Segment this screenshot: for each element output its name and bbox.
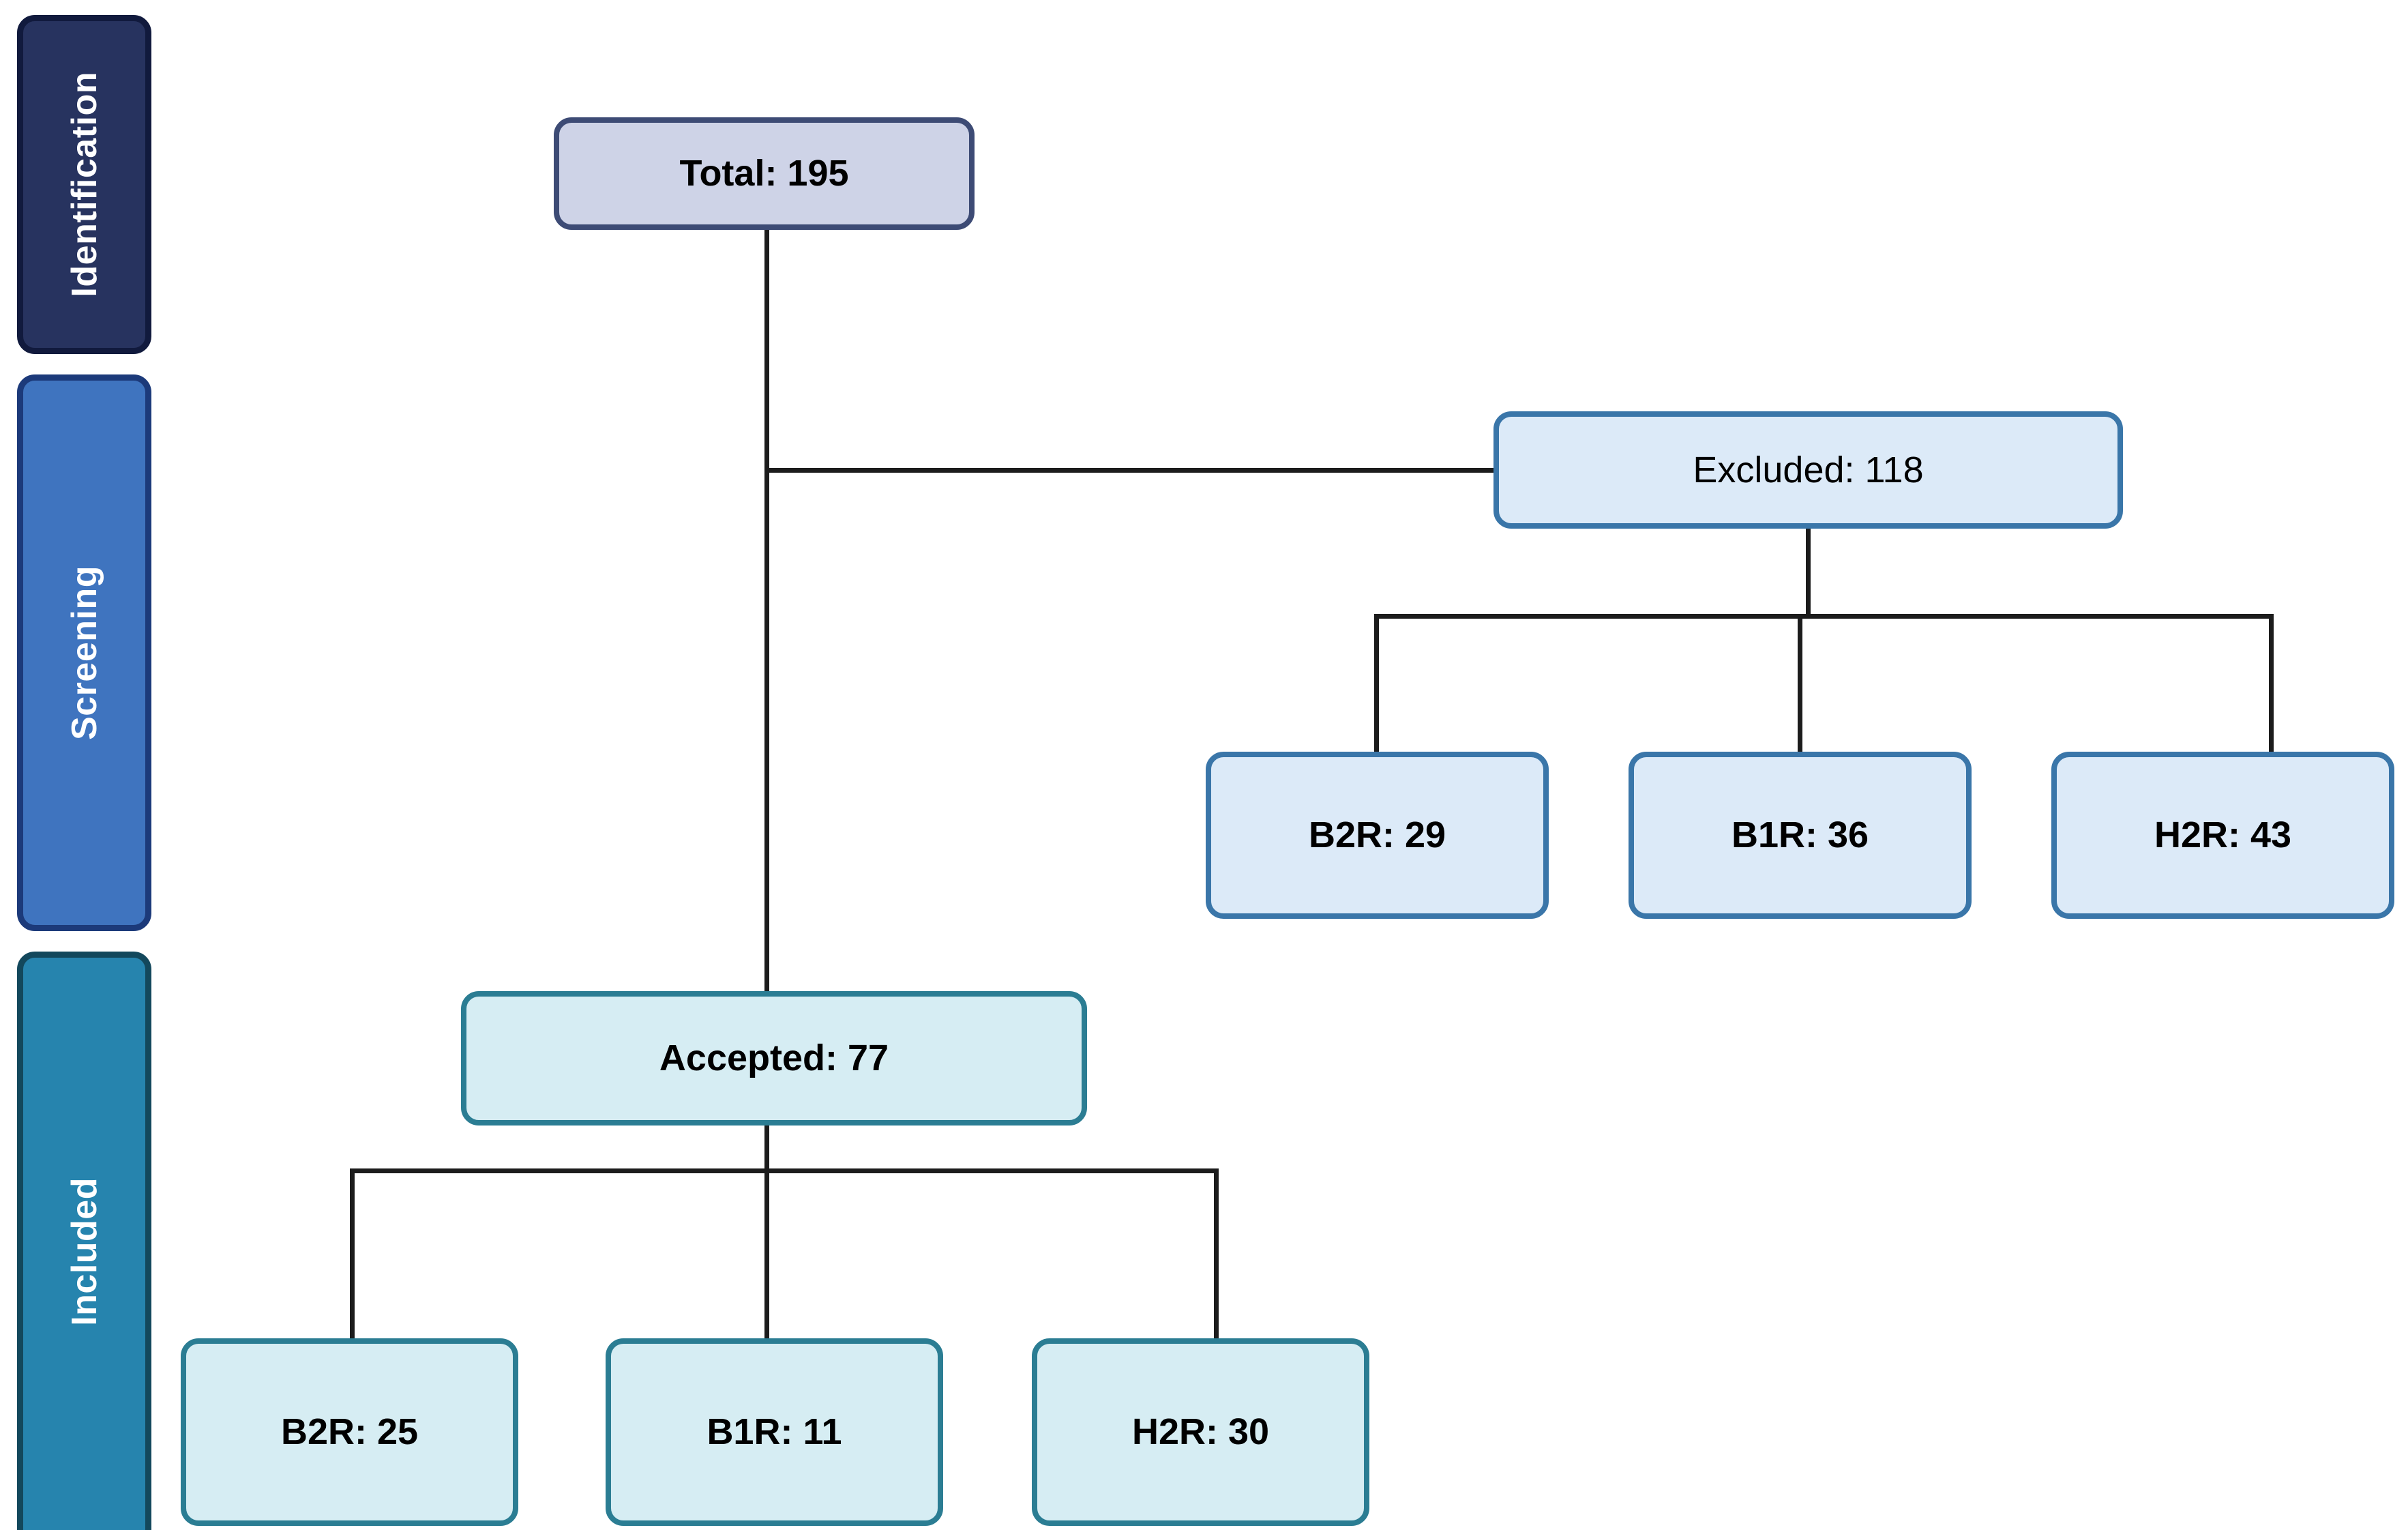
connector-total-to-excluded: [764, 468, 1496, 473]
node-accepted-label: Accepted: 77: [659, 1038, 889, 1079]
phase-band-screening: Screening: [17, 374, 151, 931]
node-accepted-h2r-label: H2R: 30: [1131, 1411, 1270, 1453]
connector-accepted-stem: [764, 1124, 769, 1173]
connector-excluded-to-b2r: [1374, 614, 1379, 754]
node-excluded-h2r-label: H2R: 43: [2154, 814, 2292, 856]
connector-accepted-to-b2r: [350, 1168, 355, 1342]
connector-accepted-fork-bar: [350, 1168, 1219, 1173]
phase-label-included: Included: [64, 1177, 104, 1326]
node-excluded-b1r[interactable]: B1R: 36: [1629, 752, 1972, 919]
phase-band-included: Included: [17, 952, 151, 1530]
phase-label-screening: Screening: [64, 565, 104, 740]
node-excluded-b1r-label: B1R: 36: [1731, 814, 1869, 856]
node-excluded-h2r[interactable]: H2R: 43: [2051, 752, 2394, 919]
phase-label-identification: Identification: [64, 72, 104, 297]
connector-excluded-to-h2r: [2269, 614, 2274, 754]
node-excluded-b2r[interactable]: B2R: 29: [1206, 752, 1549, 919]
phase-band-identification: Identification: [17, 15, 151, 354]
node-excluded[interactable]: Excluded: 118: [1493, 411, 2123, 529]
node-excluded-label: Excluded: 118: [1693, 449, 1924, 490]
node-accepted-b1r-label: B1R: 11: [707, 1411, 842, 1453]
connector-total-to-accepted: [764, 229, 769, 992]
connector-excluded-fork-bar: [1374, 614, 2274, 619]
node-total[interactable]: Total: 195: [554, 117, 975, 230]
node-accepted-b2r[interactable]: B2R: 25: [181, 1338, 518, 1526]
node-accepted[interactable]: Accepted: 77: [461, 991, 1087, 1126]
node-accepted-b1r[interactable]: B1R: 11: [606, 1338, 943, 1526]
connector-accepted-to-b1r: [764, 1168, 769, 1342]
node-excluded-b2r-label: B2R: 29: [1308, 814, 1446, 856]
node-accepted-h2r[interactable]: H2R: 30: [1032, 1338, 1369, 1526]
connector-excluded-stem: [1806, 527, 1811, 619]
connector-accepted-to-h2r: [1214, 1168, 1219, 1342]
node-total-label: Total: 195: [679, 153, 849, 194]
connector-excluded-to-b1r: [1798, 614, 1802, 754]
node-accepted-b2r-label: B2R: 25: [280, 1411, 419, 1453]
